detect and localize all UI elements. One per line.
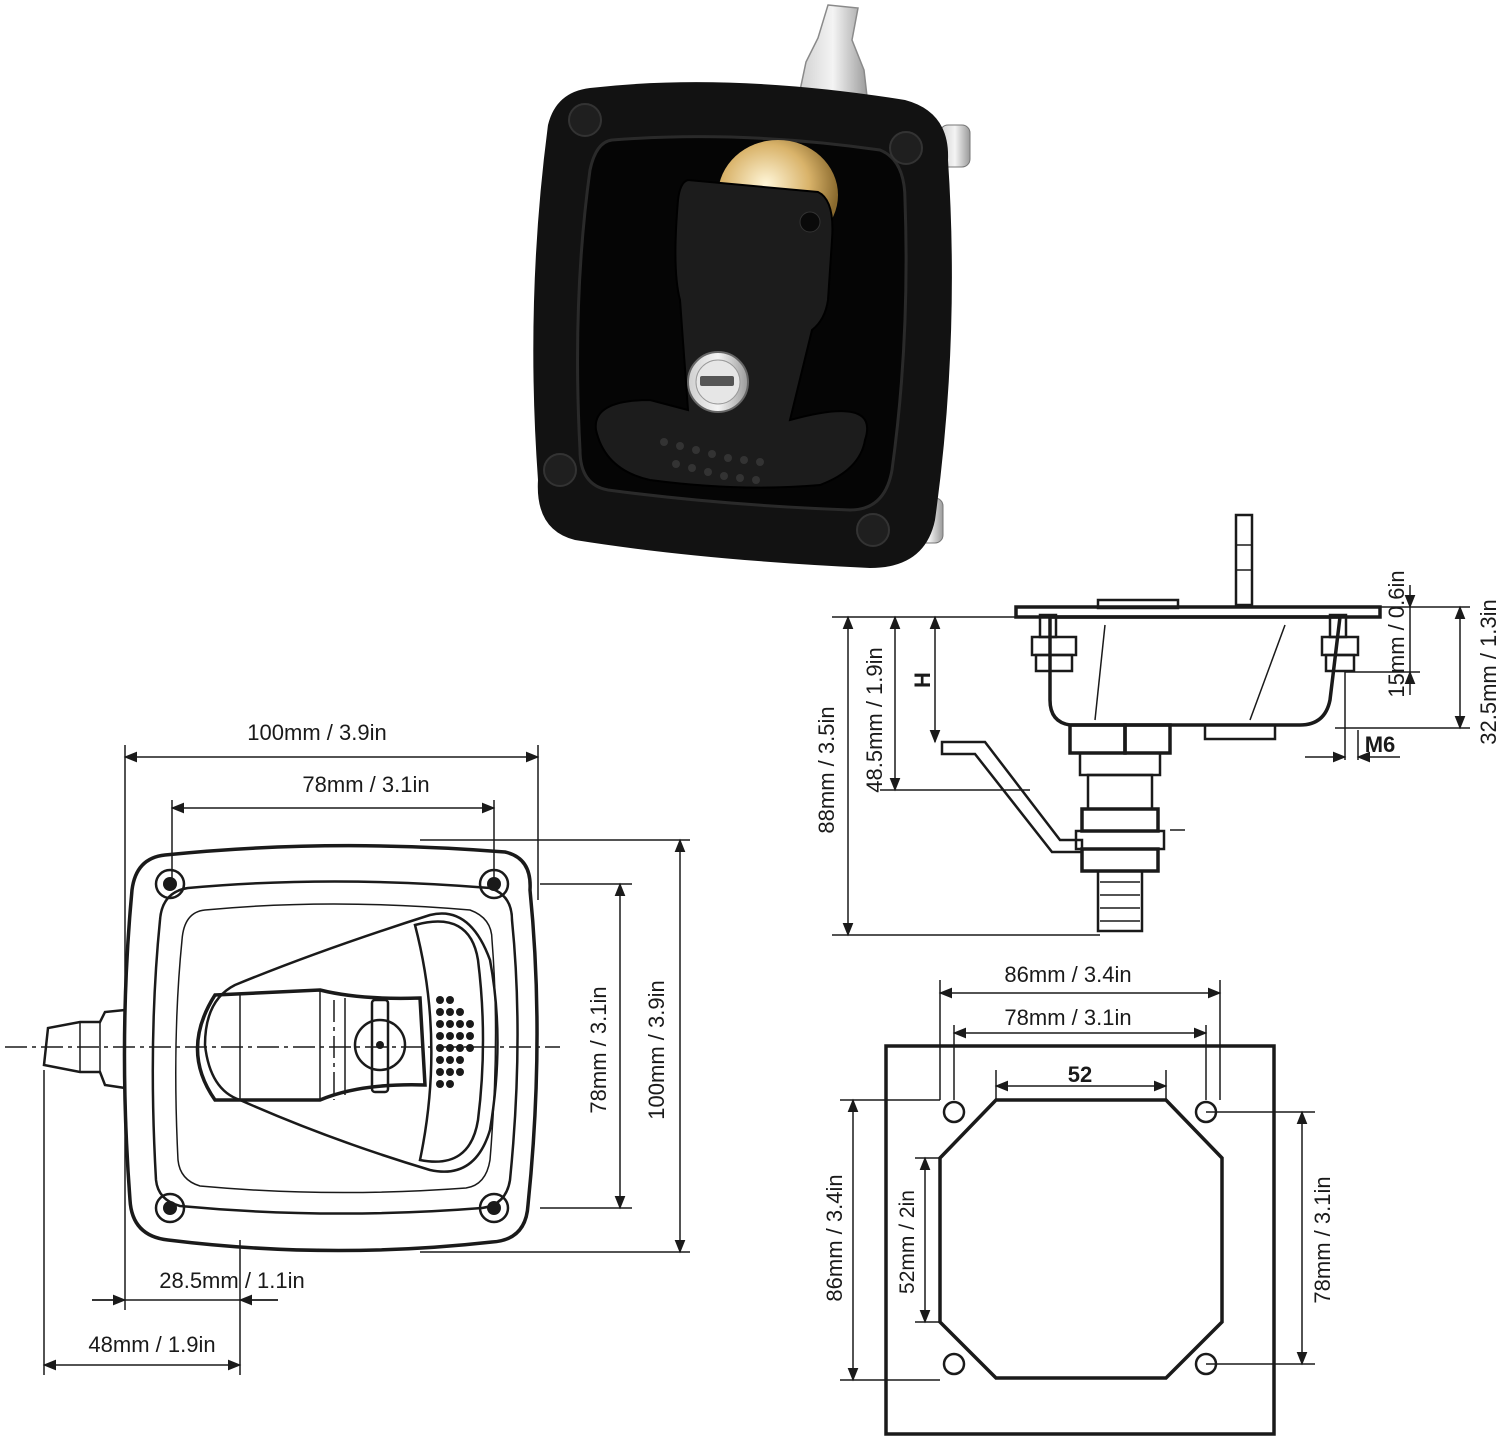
cutout-hole-icon — [942, 1100, 1218, 1376]
dim-h-depth: 48.5mm / 1.9in — [862, 647, 887, 793]
front-screw-icon — [154, 868, 510, 1224]
grip-dots — [660, 438, 764, 484]
product-photo — [533, 4, 971, 568]
dim-cutout-height: 52mm / 2in — [896, 1190, 919, 1294]
dim-outer-width: 86mm / 3.4in — [1004, 962, 1131, 987]
dim-flange-top: 15mm / 0.6in — [1384, 570, 1409, 697]
paddle-handle — [594, 178, 868, 489]
lock-cylinder-icon — [687, 351, 749, 413]
dim-key-protrusion: 48mm / 1.9in — [88, 1332, 215, 1357]
corner-screw-icon — [543, 103, 923, 547]
front-view-drawing: 100mm / 3.9in 78mm / 3.1in — [5, 720, 690, 1375]
dim-body-depth: 32.5mm / 1.3in — [1476, 599, 1500, 745]
dim-overall-width: 100mm / 3.9in — [247, 720, 386, 745]
dim-hole-height: 78mm / 3.1in — [586, 986, 611, 1113]
cutout-view-drawing: 86mm / 3.4in 78mm / 3.1in 52 86mm / 3.4i… — [822, 962, 1335, 1436]
dim-h-label: H — [910, 672, 935, 688]
dim-hole-width-cutout: 78mm / 3.1in — [1004, 1005, 1131, 1030]
dim-overall-height: 100mm / 3.9in — [644, 980, 669, 1119]
dim-cutout-width: 52 — [1068, 1062, 1092, 1087]
dim-total-depth: 88mm / 3.5in — [814, 706, 839, 833]
thread-label: M6 — [1365, 732, 1396, 757]
dim-outer-height: 86mm / 3.4in — [822, 1174, 847, 1301]
grip-dot-array — [436, 996, 474, 1088]
dim-hole-height-cutout: 78mm / 3.1in — [1310, 1176, 1335, 1303]
side-view-drawing: 88mm / 3.5in 48.5mm / 1.9in H 15mm / 0.6… — [814, 513, 1500, 937]
dim-handle-offset: 28.5mm / 1.1in — [159, 1268, 305, 1293]
dim-hole-width: 78mm / 3.1in — [302, 772, 429, 797]
